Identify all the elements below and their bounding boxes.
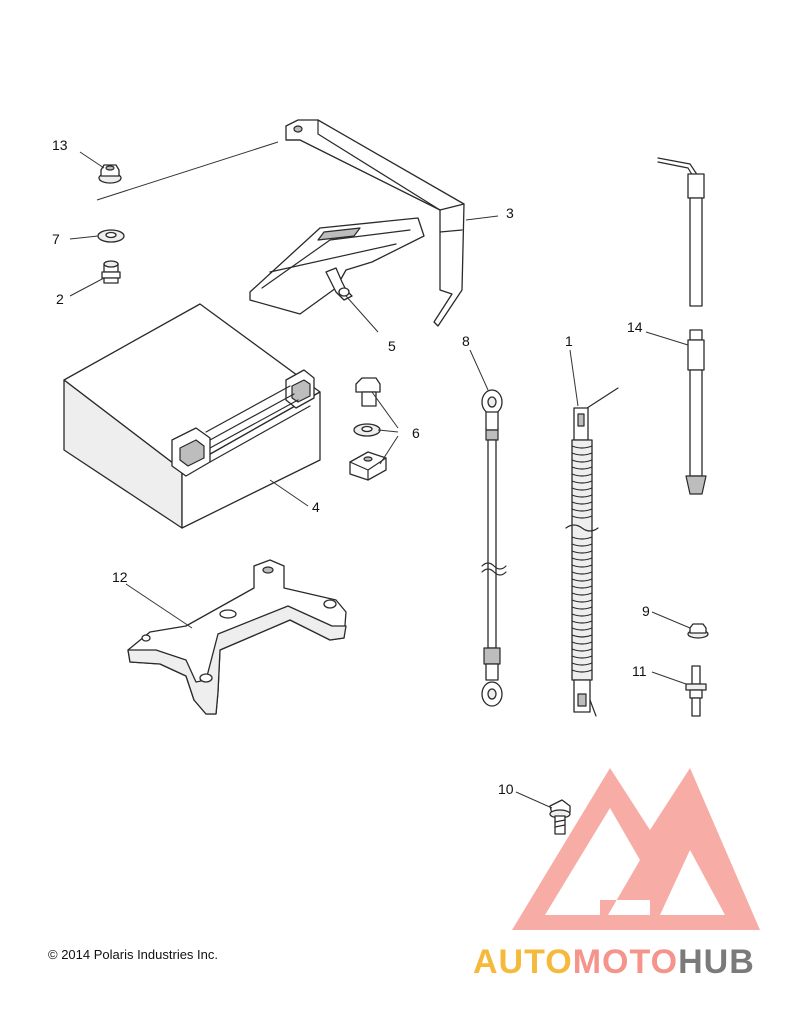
wordmark-moto: MOTO <box>573 943 678 981</box>
sleeve-rib <box>571 634 593 638</box>
logo-triangle <box>512 768 760 930</box>
sleeve-rib <box>571 445 593 449</box>
copyright-notice: © 2014 Polaris Industries Inc. <box>48 947 218 962</box>
callout-3: 3 <box>506 205 514 221</box>
callout-4: 4 <box>312 499 320 515</box>
sleeve-rib <box>571 494 593 498</box>
sleeve-rib <box>571 662 593 666</box>
sleeve-rib <box>571 564 593 568</box>
sleeve-rib <box>571 515 593 519</box>
sleeve-rib <box>571 466 593 470</box>
part-12-battery-tray <box>127 559 347 715</box>
part-8-ground-cable <box>481 389 507 707</box>
sleeve-rib <box>571 557 593 561</box>
sleeve-rib <box>571 578 593 582</box>
callout-6: 6 <box>412 425 420 441</box>
part-13-flange-nut <box>98 164 122 184</box>
callout-11: 11 <box>632 663 647 679</box>
sleeve-ribs <box>571 445 593 673</box>
sleeve-rib <box>571 487 593 491</box>
callout-5: 5 <box>388 338 396 354</box>
callout-8: 8 <box>462 333 470 349</box>
part-14-vent-tube <box>657 157 707 495</box>
callout-12: 12 <box>112 569 128 585</box>
sleeve-rib <box>571 641 593 645</box>
sleeve-rib <box>571 669 593 673</box>
sleeve-rib <box>571 571 593 575</box>
part-5-battery-pad <box>249 217 425 315</box>
sleeve-rib <box>571 620 593 624</box>
callout-13: 13 <box>52 137 68 153</box>
sleeve-rib <box>571 480 593 484</box>
part-10-flange-bolt <box>549 799 571 835</box>
sleeve-rib <box>571 473 593 477</box>
callout-14: 14 <box>627 319 643 335</box>
automotohub-wordmark: AUTOMOTOHUB <box>473 943 755 981</box>
sleeve-rib <box>571 592 593 596</box>
leader-bracket-bolt <box>96 141 279 201</box>
sleeve-rib <box>571 648 593 652</box>
sleeve-rib <box>571 606 593 610</box>
callout-10: 10 <box>498 781 514 797</box>
callout-labels: 13 7 2 3 5 6 4 12 8 1 14 9 11 10 <box>52 137 650 797</box>
part-7-washer <box>97 229 125 243</box>
wordmark-hub: HUB <box>678 943 755 981</box>
part-11-stud-bolt <box>685 665 707 717</box>
sleeve-rib <box>571 459 593 463</box>
part-4-battery <box>63 303 321 529</box>
sleeve-rib <box>571 627 593 631</box>
leader-lines <box>69 151 691 809</box>
callout-9: 9 <box>642 603 650 619</box>
callout-2: 2 <box>56 291 64 307</box>
sleeve-rib <box>571 550 593 554</box>
callout-7: 7 <box>52 231 60 247</box>
part-9-flange-nut <box>687 623 709 639</box>
wordmark-auto: AUTO <box>473 943 573 981</box>
sleeve-rib <box>571 501 593 505</box>
sleeve-rib <box>571 613 593 617</box>
sleeve-rib <box>571 585 593 589</box>
automotohub-logo <box>512 768 760 930</box>
sleeve-rib <box>571 536 593 540</box>
part-2-bolt <box>101 260 121 284</box>
sleeve-rib <box>571 543 593 547</box>
sleeve-rib <box>571 655 593 659</box>
part-3-hold-down-bracket <box>285 119 465 327</box>
sleeve-rib <box>571 452 593 456</box>
sleeve-rib <box>571 508 593 512</box>
callout-1: 1 <box>565 333 573 349</box>
sleeve-rib <box>571 599 593 603</box>
part-1-positive-cable <box>565 387 619 717</box>
part-6-hardware-set <box>349 377 387 481</box>
